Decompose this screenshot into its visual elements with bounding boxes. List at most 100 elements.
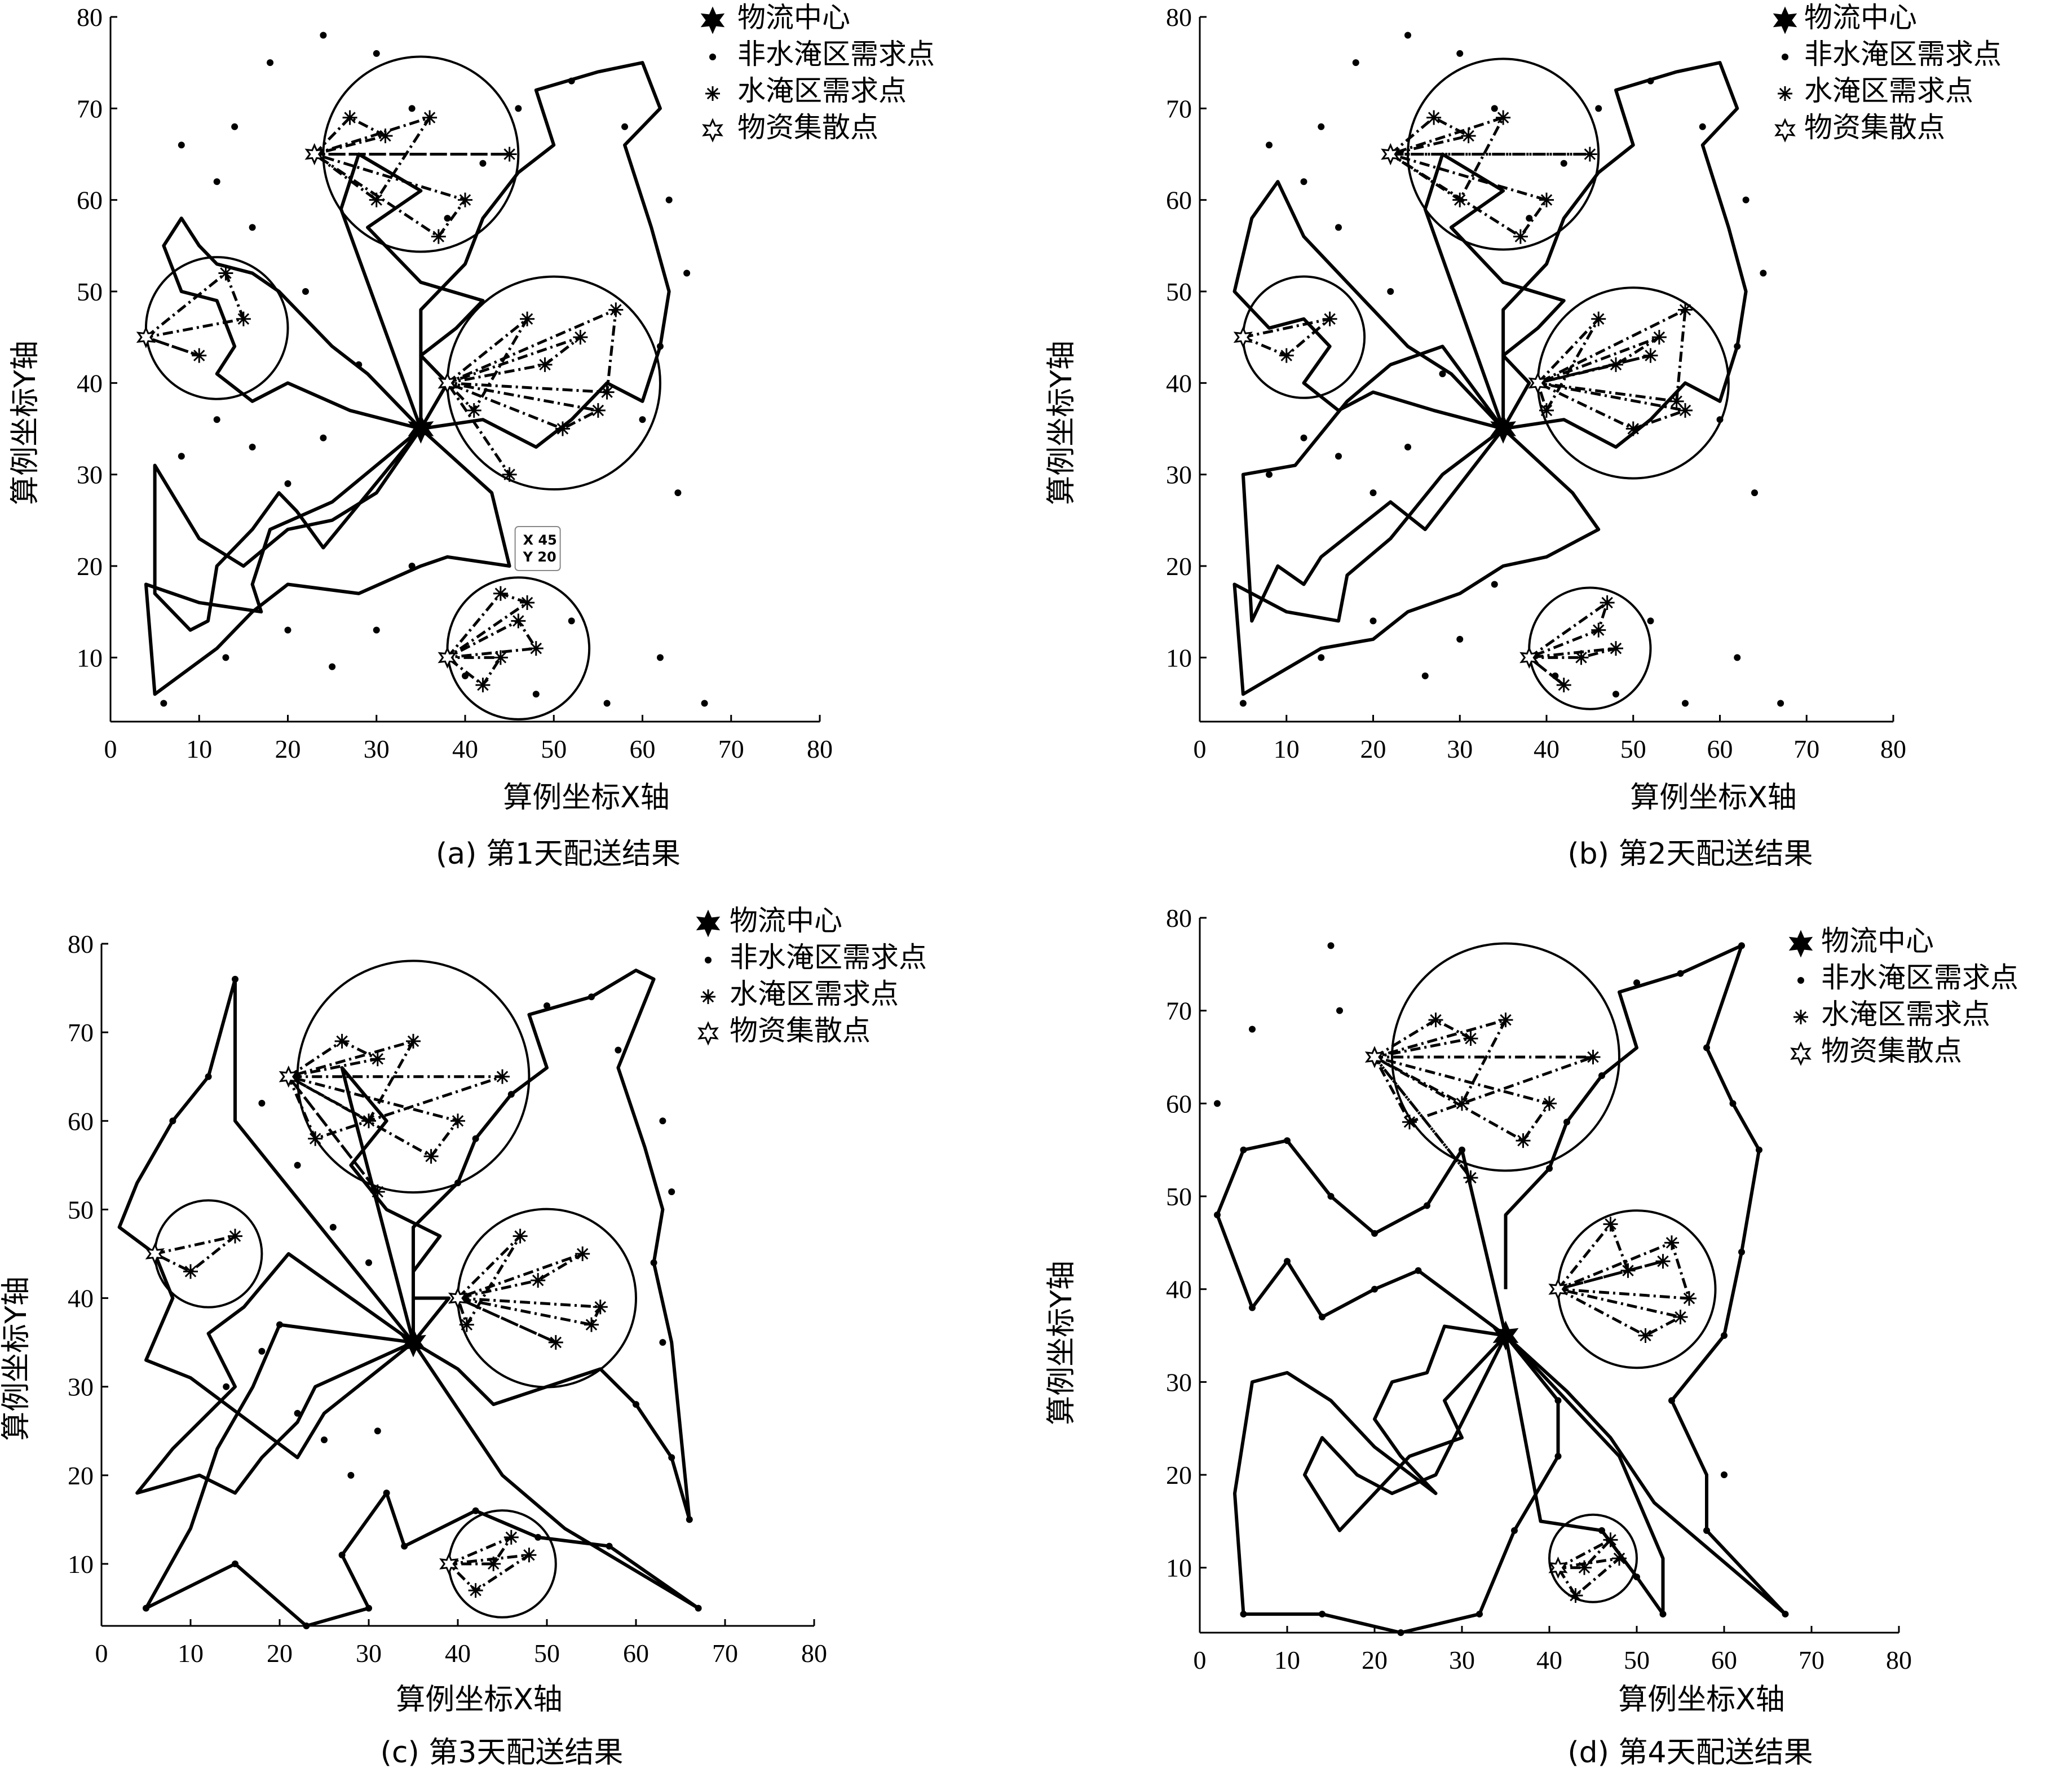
flooded-demand-point <box>1591 622 1606 638</box>
flooded-demand-point <box>450 1113 465 1129</box>
x-tick-label: 40 <box>1536 1646 1562 1674</box>
flooded-demand-point <box>1603 1532 1618 1548</box>
flooded-demand-point <box>1591 311 1606 326</box>
normal-demand-point <box>1319 1611 1326 1618</box>
flooded-demand-point <box>548 1335 563 1350</box>
y-tick-label: 80 <box>1166 904 1192 932</box>
normal-demand-point <box>462 672 469 679</box>
legend-depot-star <box>697 1021 719 1046</box>
legend-label-flooded: 水淹区需求点 <box>1804 74 1973 107</box>
normal-demand-point <box>1459 1146 1465 1153</box>
legend-flooded-asterisk <box>1793 1010 1808 1024</box>
flooded-demand-point <box>1461 129 1476 144</box>
normal-demand-point <box>1729 1100 1737 1107</box>
flooded-demand-point <box>218 266 233 281</box>
normal-demand-point <box>1249 1304 1256 1311</box>
legend-normal-dot <box>709 54 716 60</box>
normal-demand-point <box>374 1427 381 1435</box>
normal-demand-point <box>668 1188 675 1195</box>
normal-demand-point <box>1760 269 1767 277</box>
normal-demand-point <box>1415 1267 1422 1274</box>
normal-demand-point <box>444 215 451 222</box>
legend-flooded-asterisk <box>701 989 715 1004</box>
normal-demand-point <box>1318 123 1325 130</box>
flooded-sub-route <box>446 591 539 687</box>
legend-normal-marker <box>709 54 716 60</box>
x-tick-label: 70 <box>1793 735 1819 763</box>
normal-demand-point <box>1647 77 1654 85</box>
x-tick-label: 40 <box>1534 735 1559 763</box>
legend-normal-marker <box>1797 977 1804 984</box>
x-tick-label: 60 <box>623 1639 649 1668</box>
normal-demand-point <box>659 1117 666 1125</box>
legend-label-center: 物流中心 <box>730 904 842 937</box>
legend-center-star <box>1788 930 1813 958</box>
datatip: X 45Y 20 <box>514 526 561 572</box>
flooded-zone-circle <box>1557 1209 1717 1369</box>
x-tick-label: 0 <box>104 735 117 763</box>
y-tick-label: 40 <box>68 1284 94 1313</box>
flooded-demand-point <box>522 1548 537 1563</box>
normal-demand-point <box>1249 1025 1256 1033</box>
flooded-demand-point <box>1643 348 1658 363</box>
x-tick-label: 0 <box>1194 735 1207 763</box>
flooded-demand-point <box>1322 311 1337 326</box>
supply-depot-point <box>145 1243 165 1265</box>
x-tick-label: 10 <box>178 1639 204 1668</box>
normal-demand-point <box>205 1073 212 1080</box>
main-delivery-route <box>339 152 485 430</box>
legend-flooded-marker <box>1793 1010 1808 1024</box>
normal-demand-point <box>1491 581 1498 588</box>
normal-demand-point <box>320 434 327 441</box>
flooded-demand-point <box>1556 678 1571 693</box>
normal-demand-point <box>232 975 238 983</box>
y-tick-label: 40 <box>77 369 103 397</box>
normal-demand-point <box>1456 50 1464 57</box>
main-delivery-route <box>135 1252 414 1495</box>
legend-flooded-marker <box>1778 86 1792 101</box>
flooded-demand-point <box>1577 1560 1592 1575</box>
flooded-demand-point <box>1542 1096 1557 1111</box>
flooded-zone-circle <box>446 275 661 491</box>
legend-label-center: 物流中心 <box>1804 1 1917 34</box>
x-tick-label: 50 <box>534 1639 560 1668</box>
normal-demand-point <box>1319 1314 1326 1321</box>
flooded-demand-point <box>1651 330 1667 345</box>
supply-depot-point <box>438 372 457 395</box>
main-delivery-route <box>1303 1334 1508 1532</box>
supply-depot-point <box>1381 143 1401 166</box>
x-tick-label: 10 <box>186 735 212 763</box>
normal-demand-point <box>615 1046 622 1054</box>
x-tick-label: 0 <box>95 1639 108 1668</box>
flooded-demand-point <box>528 641 544 656</box>
normal-demand-point <box>515 105 522 112</box>
main-delivery-route <box>1241 344 1505 623</box>
y-tick-label: 40 <box>1166 369 1192 397</box>
y-tick-label: 20 <box>77 552 103 581</box>
x-tick-label: 10 <box>1274 1646 1300 1674</box>
logistics-center-point <box>1492 1320 1519 1351</box>
flooded-demand-point <box>1539 192 1554 207</box>
y-tick-label: 80 <box>1166 3 1192 32</box>
flooded-demand-point <box>502 147 517 162</box>
main-delivery-route <box>1504 944 1787 1616</box>
normal-demand-point <box>1554 1397 1562 1404</box>
chart-title: (c) 第3天配送结果 <box>381 1736 624 1770</box>
normal-demand-point <box>1682 700 1689 707</box>
normal-demand-point <box>373 50 380 57</box>
normal-demand-point <box>258 1347 266 1355</box>
normal-demand-point <box>633 1401 639 1408</box>
x-tick-label: 50 <box>541 735 567 763</box>
supply-depot-point <box>1364 1046 1385 1068</box>
y-tick-label: 50 <box>1166 1182 1192 1211</box>
x-tick-label: 20 <box>275 735 301 763</box>
normal-demand-point <box>507 1091 515 1098</box>
flooded-sub-route <box>1389 115 1590 238</box>
x-tick-label: 30 <box>364 735 390 763</box>
normal-demand-point <box>338 1551 346 1559</box>
y-tick-label: 70 <box>77 94 103 123</box>
flooded-demand-point <box>334 1033 350 1049</box>
normal-demand-point <box>1633 1573 1640 1581</box>
